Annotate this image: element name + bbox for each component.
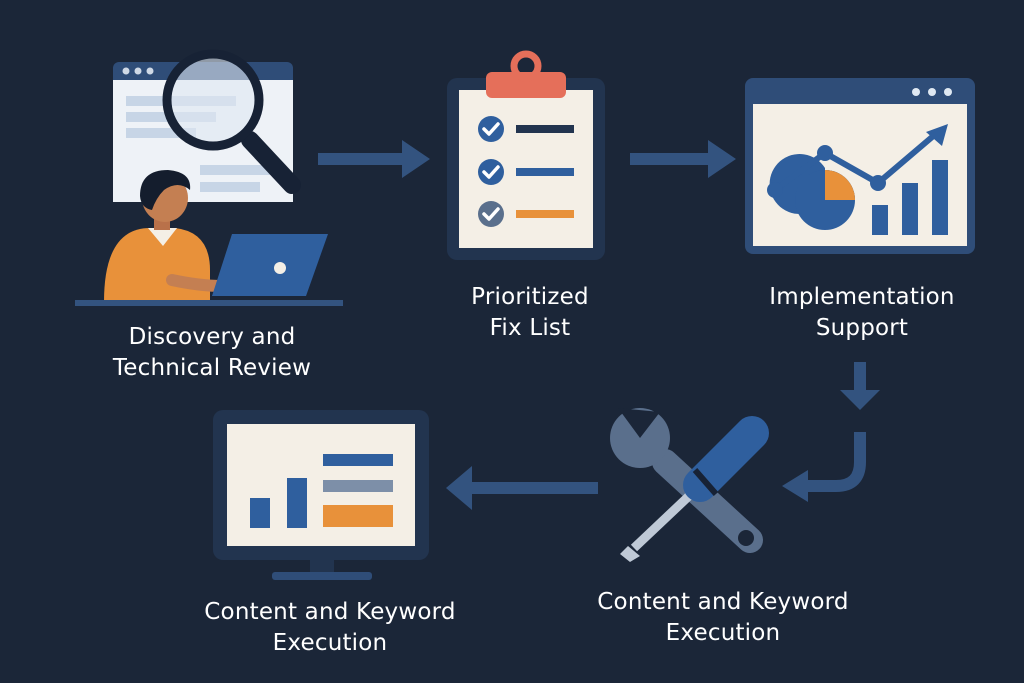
monitor-report-icon bbox=[213, 410, 429, 580]
clipboard-checklist-icon bbox=[447, 50, 605, 260]
arrow-fixlist-to-implementation bbox=[630, 140, 736, 178]
wrench-screwdriver-icon bbox=[610, 408, 769, 562]
analytics-dashboard-icon bbox=[745, 78, 975, 254]
magnifier-browser-laptop-person-icon bbox=[75, 49, 343, 306]
arrow-discovery-to-fixlist bbox=[318, 140, 430, 178]
arrow-tools-to-monitor bbox=[446, 466, 598, 510]
arrow-curve-to-tools bbox=[782, 432, 866, 502]
arrow-implementation-down bbox=[840, 362, 880, 410]
